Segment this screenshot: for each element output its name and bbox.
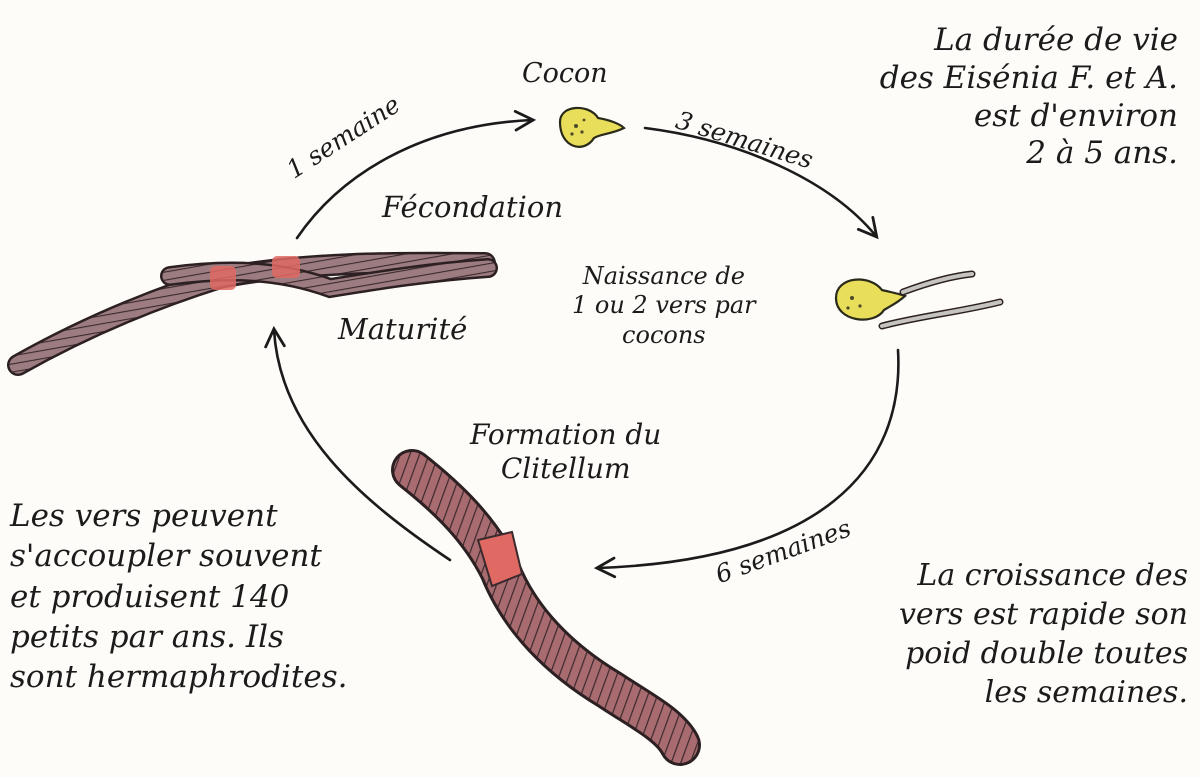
stage-clitellum-label: Formation du Clitellum [470, 418, 661, 486]
cocoon-illustration [560, 108, 624, 147]
adult-worm-illustration [412, 470, 680, 745]
stage-fecondation-label: Fécondation [382, 190, 563, 225]
clitellum-band [210, 266, 236, 290]
stage-maturite-label: Maturité [338, 312, 467, 347]
mating-worms-illustration [18, 256, 488, 365]
reproduction-note: Les vers peuvent s'accoupler souvent et … [10, 496, 347, 697]
stage-cocon-label: Cocon [522, 58, 608, 91]
hatching-cocoon-illustration [836, 274, 1000, 326]
clitellum-band [272, 256, 300, 278]
lifespan-note: La durée de vie des Eisénia F. et A. est… [858, 22, 1178, 173]
growth-note: La croissance des vers est rapide son po… [808, 556, 1188, 712]
stage-naissance-label: Naissance de 1 ou 2 vers par cocons [572, 262, 756, 350]
